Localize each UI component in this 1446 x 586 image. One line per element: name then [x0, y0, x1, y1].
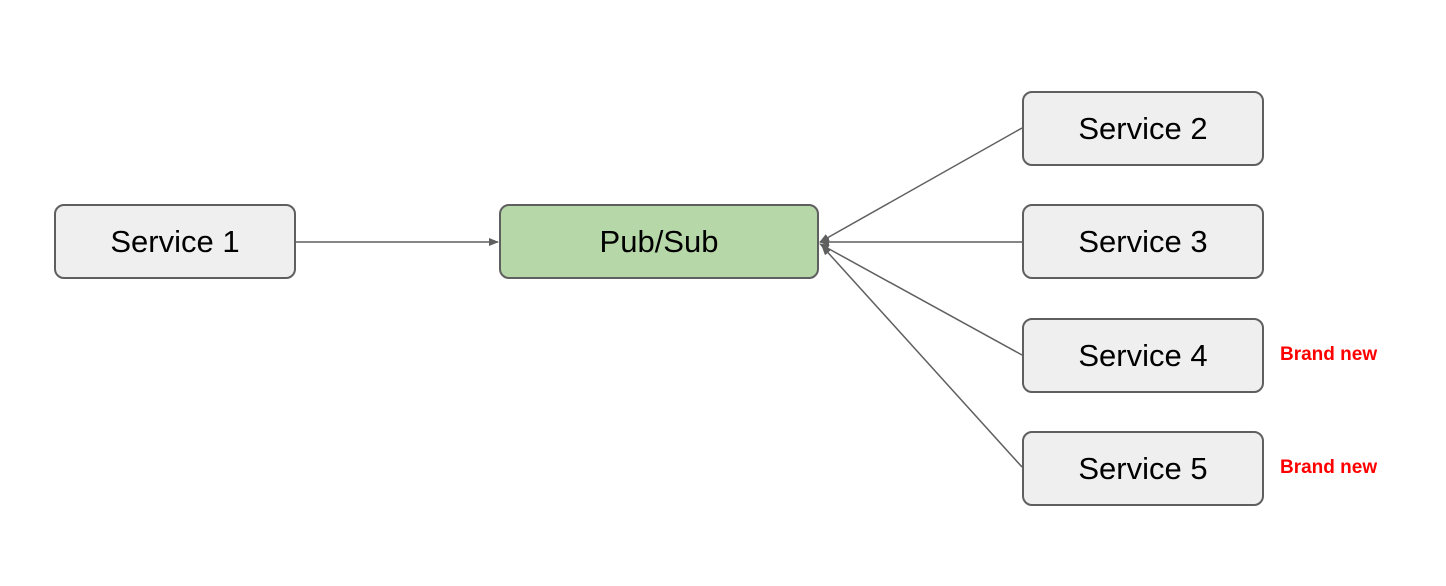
service-1-label: Service 1 — [110, 223, 240, 259]
service-1-node: Service 1 — [54, 204, 296, 279]
service-2-label: Service 2 — [1078, 110, 1208, 146]
service-4-label: Service 4 — [1078, 337, 1208, 373]
pubsub-node: Pub/Sub — [499, 204, 819, 279]
service-3-label: Service 3 — [1078, 223, 1208, 259]
pubsub-label: Pub/Sub — [599, 223, 719, 259]
service-4-brand-new-badge: Brand new — [1280, 344, 1378, 365]
service-2-node: Service 2 — [1022, 91, 1264, 166]
service-4-node: Service 4 — [1022, 318, 1264, 393]
edge-service4-to-pubsub — [819, 243, 1023, 356]
service-3-node: Service 3 — [1022, 204, 1264, 279]
service-5-brand-new-badge: Brand new — [1280, 457, 1378, 478]
service-5-label: Service 5 — [1078, 450, 1208, 486]
edge-service2-to-pubsub — [819, 127, 1023, 243]
service-5-node: Service 5 — [1022, 431, 1264, 506]
edge-service5-to-pubsub — [821, 245, 1023, 468]
